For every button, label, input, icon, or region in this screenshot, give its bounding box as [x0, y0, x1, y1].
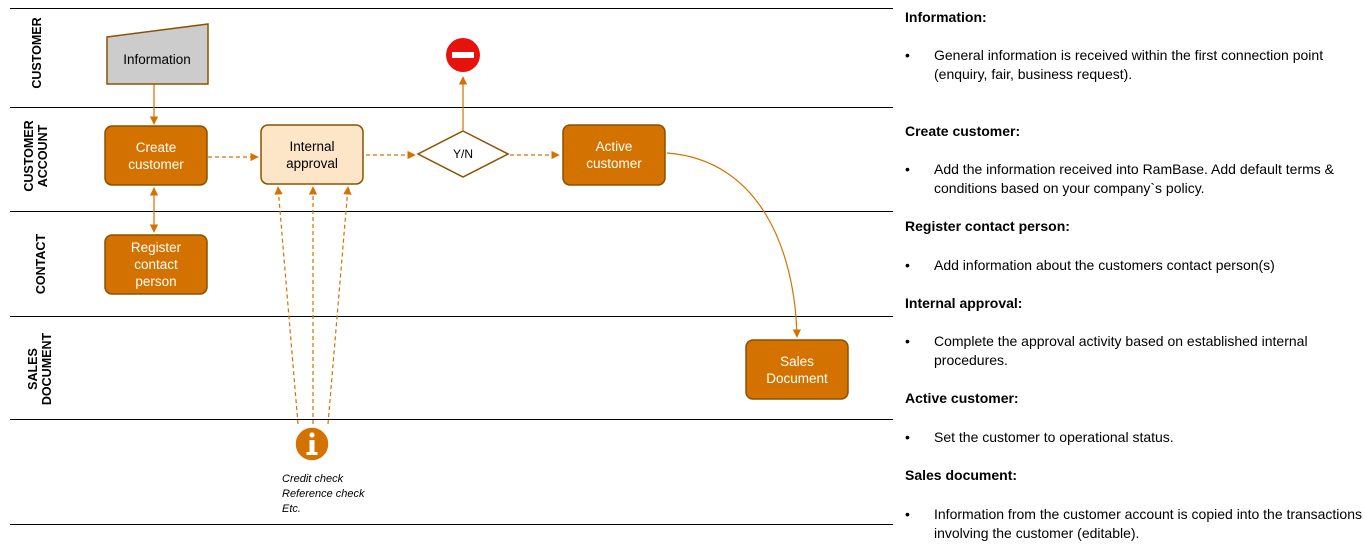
create-customer-box — [104, 125, 208, 186]
lane-label-customer-account: CUSTOMER ACCOUNT — [22, 120, 50, 191]
node-active-customer: Active customer — [562, 124, 666, 186]
section-item-text: Add information about the customers cont… — [934, 257, 1275, 273]
section-item-text: Information from the customer account is… — [934, 506, 1362, 541]
bullet-icon: • — [905, 47, 910, 63]
checks-note: Credit check Reference check Etc. — [282, 473, 365, 515]
bullet-icon: • — [905, 161, 910, 177]
lane-label-line: CONTACT — [34, 234, 48, 295]
node-label-line: Y/N — [453, 147, 473, 161]
node-internal-approval: Internal approval — [260, 124, 364, 185]
information-shape — [106, 23, 209, 85]
lane-label-line: CUSTOMER — [30, 17, 44, 88]
info-icon — [294, 426, 330, 462]
node-label-line: approval — [286, 156, 338, 171]
section-title: Internal approval: — [905, 295, 1023, 311]
lane-label-sales-document: SALES DOCUMENT — [26, 333, 54, 406]
lane-label-line: CUSTOMER — [22, 120, 36, 191]
node-information: Information — [106, 23, 209, 85]
sales-document-box — [745, 339, 849, 400]
node-label-line: Create — [136, 140, 177, 155]
process-diagram: CUSTOMER CUSTOMER ACCOUNT CONTACT SALES … — [10, 8, 893, 525]
section-title: Active customer: — [905, 390, 1019, 406]
section-title: Register contact person: — [905, 218, 1070, 234]
bullet-icon: • — [905, 506, 910, 522]
section-title: Create customer: — [905, 123, 1021, 139]
node-create-customer: Create customer — [104, 125, 208, 186]
note-line: Reference check — [282, 488, 365, 500]
node-decision: Y/N — [416, 130, 510, 178]
stop-icon — [446, 38, 480, 72]
node-label-line: customer — [128, 157, 184, 172]
node-label-line: Information — [123, 52, 191, 67]
node-label-line: Internal — [289, 139, 334, 154]
note-line: Etc. — [282, 503, 301, 515]
connectors — [149, 76, 802, 425]
internal-approval-box — [260, 124, 364, 185]
description-panel: Information: • General information is re… — [905, 0, 1363, 555]
node-label-line: Sales — [780, 354, 814, 369]
section-title: Sales document: — [905, 467, 1018, 483]
lane-label-line: ACCOUNT — [36, 124, 50, 187]
decision-diamond — [416, 130, 510, 178]
node-register-contact: Register contact person — [104, 234, 208, 295]
bullet-icon: • — [905, 257, 910, 273]
node-label-line: contact — [134, 257, 178, 272]
section-item-text: General information is received within t… — [934, 47, 1324, 82]
arrow-checks-to-approval — [274, 186, 299, 425]
node-label-line: Active — [596, 139, 633, 154]
node-sales-document: Sales Document — [745, 339, 849, 400]
node-label-line: person — [135, 274, 176, 289]
lane-label-line: SALES — [26, 348, 40, 390]
register-contact-box — [104, 234, 208, 295]
section-title: Information: — [905, 9, 987, 25]
node-label-line: Register — [131, 240, 182, 255]
lane-label-line: DOCUMENT — [40, 333, 54, 406]
section-item-text: Set the customer to operational status. — [934, 429, 1174, 445]
bullet-icon: • — [905, 333, 910, 349]
active-customer-box — [562, 124, 666, 186]
bullet-icon: • — [905, 429, 910, 445]
section-item-text: Complete the approval activity based on … — [934, 333, 1308, 368]
note-line: Credit check — [282, 473, 344, 485]
node-label-line: Document — [766, 371, 828, 386]
lane-label-contact: CONTACT — [34, 234, 48, 295]
section-item-text: Add the information received into RamBas… — [934, 161, 1334, 196]
arrow-checks-to-approval — [327, 186, 352, 425]
node-label-line: customer — [586, 156, 642, 171]
arrow-active-to-sales-document — [666, 152, 802, 338]
lane-label-customer: CUSTOMER — [30, 17, 44, 88]
